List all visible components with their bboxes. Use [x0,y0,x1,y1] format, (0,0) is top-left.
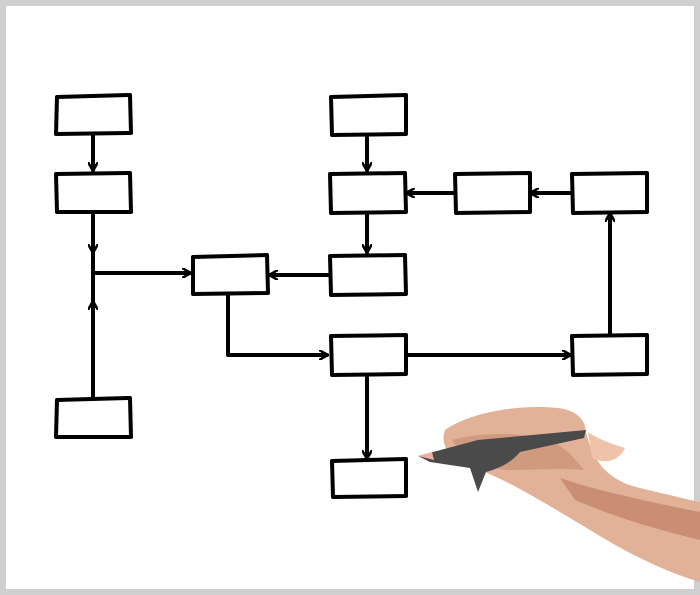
pen-icon [418,430,586,492]
flow-box-a2 [54,171,133,214]
flow-box-b5 [330,457,408,499]
flow-box-c2 [570,171,649,215]
flow-box-a3 [54,396,133,439]
connector-center-b4 [226,293,329,355]
flow-box-b4 [329,333,408,377]
flow-box-b2 [328,171,408,215]
flow-box-b3 [328,253,408,297]
flow-box-center [191,253,270,296]
flow-box-a1 [54,93,133,136]
flow-box-b1 [329,93,408,137]
flow-box-c1 [453,171,532,215]
flow-box-c3 [570,333,649,377]
